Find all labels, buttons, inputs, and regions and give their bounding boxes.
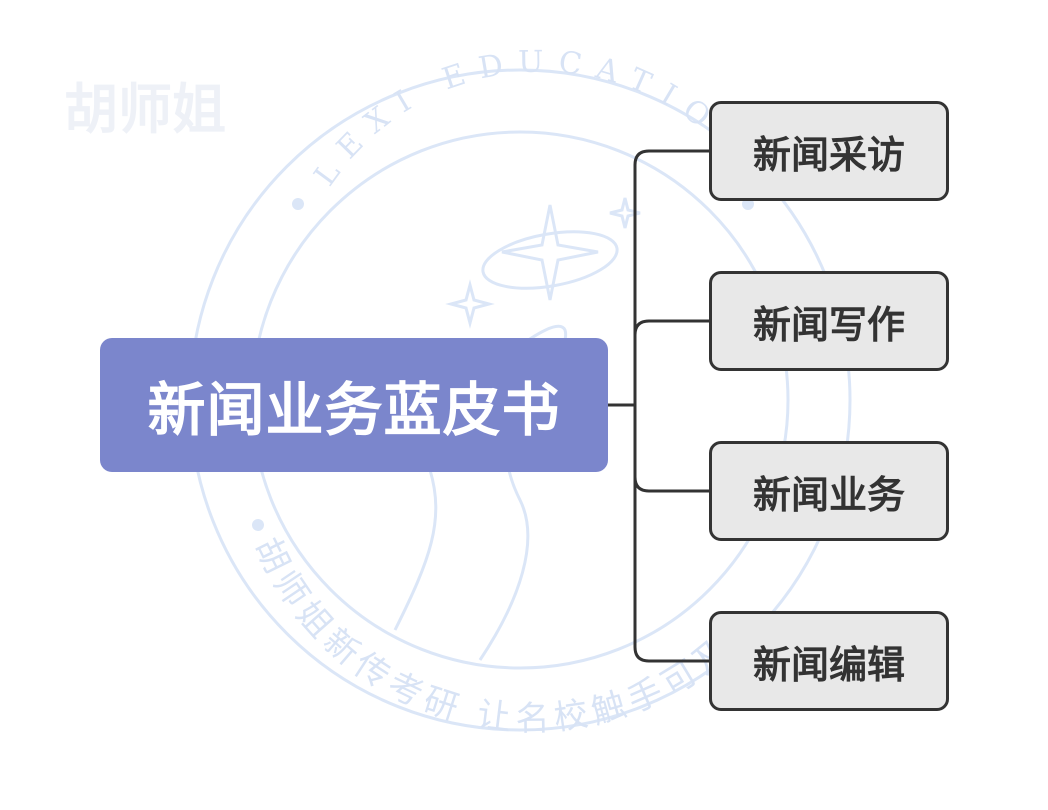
child-node-interview: 新闻采访: [709, 101, 949, 201]
connector-branch-3: [633, 405, 709, 663]
connector-branch-1: [633, 319, 709, 405]
child-node-editing: 新闻编辑: [709, 611, 949, 711]
child-node-practice: 新闻业务: [709, 441, 949, 541]
watermark-star-icon: [501, 204, 599, 301]
root-node: 新闻业务蓝皮书: [100, 338, 608, 472]
connector-branch-0: [633, 149, 709, 405]
watermark-logo: 胡师姐: [64, 77, 226, 141]
watermark-sparkle-icon: [445, 279, 495, 329]
watermark-dot: [292, 198, 304, 210]
connector-branch-2: [633, 405, 709, 493]
watermark-dot: [252, 519, 264, 531]
watermark-sparkle-icon-small: [609, 197, 641, 229]
watermark-hand-icon: [393, 324, 568, 661]
watermark-dot: [742, 198, 754, 210]
child-node-writing: 新闻写作: [709, 271, 949, 371]
watermark-orbit-icon: [481, 230, 619, 290]
